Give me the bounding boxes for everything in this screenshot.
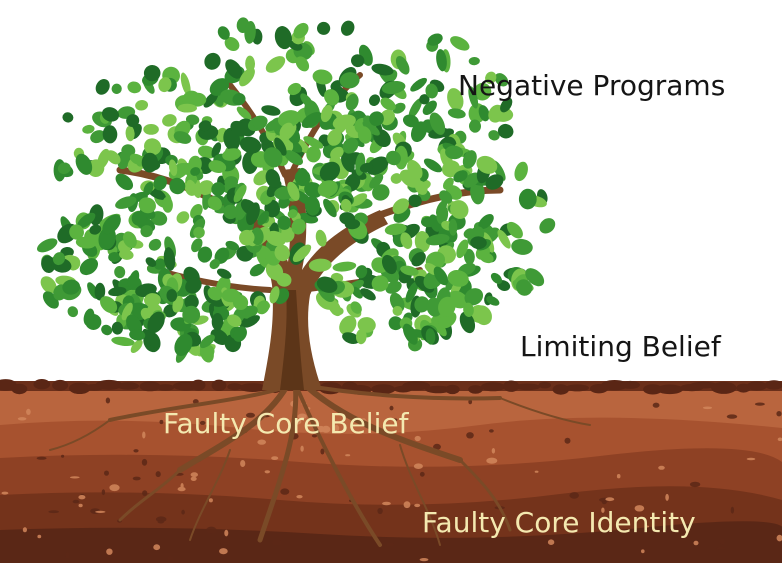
label-limiting-belief: Limiting Belief: [520, 330, 721, 363]
tree-foliage: [37, 17, 556, 363]
label-negative-programs: Negative Programs: [458, 69, 726, 102]
root-system: [49, 377, 591, 547]
label-faulty-core-belief: Faulty Core Belief: [163, 407, 409, 440]
label-faulty-core-identity: Faulty Core Identity: [422, 506, 696, 539]
